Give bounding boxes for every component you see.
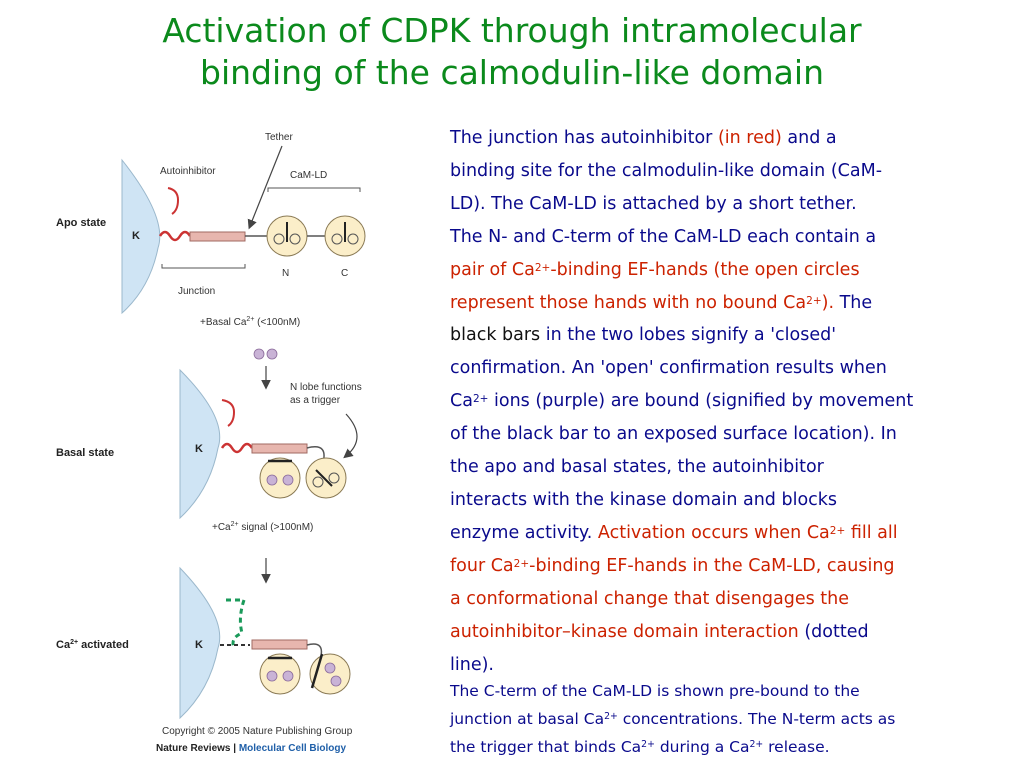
n-term-label: N bbox=[282, 268, 289, 279]
figure-svg: K Apo state Autoinhibitor Junction Tethe… bbox=[56, 132, 366, 754]
calcium-ion bbox=[266, 348, 278, 360]
activated-dotted-autoinhibitor bbox=[226, 598, 247, 649]
activated-n-bound-ca-1 bbox=[324, 662, 336, 674]
apo-autoinhibitor-curl bbox=[167, 187, 180, 215]
basal-c-bound-ca-2 bbox=[282, 474, 294, 486]
text-line: of the black bar to an exposed surface l… bbox=[450, 424, 897, 445]
note-line: the trigger that binds Ca2+ during a Ca2… bbox=[450, 738, 830, 756]
junction-label: Junction bbox=[178, 286, 215, 297]
basal-junction-bar bbox=[251, 443, 308, 454]
autoinhibitor-label: Autoinhibitor bbox=[160, 166, 216, 177]
n-lobe-curved-arrow bbox=[343, 413, 358, 459]
text-line: Ca2+ ions (purple) are bound (signified … bbox=[450, 391, 914, 412]
apo-kinase-domain bbox=[121, 158, 161, 315]
basal-ca-label: +Basal Ca2+ (<100nM) bbox=[200, 316, 300, 328]
n-lobe-text-1: N lobe functions bbox=[290, 382, 362, 393]
basal-n-hand-1 bbox=[312, 476, 324, 488]
text-line: LD). The CaM-LD is attached by a short t… bbox=[450, 193, 857, 214]
text-line: pair of Ca2+-binding EF-hands (the open … bbox=[450, 259, 860, 280]
figure-journal-credit: Nature Reviews | Molecular Cell Biology bbox=[156, 743, 347, 754]
text-line: the apo and basal states, the autoinhibi… bbox=[450, 457, 824, 478]
basal-kinase-domain bbox=[179, 368, 221, 520]
text-line: a conformational change that disengages … bbox=[450, 588, 850, 609]
activated-n-bound-ca-2 bbox=[330, 675, 342, 687]
apo-autoinhibitor-wave bbox=[158, 230, 192, 242]
apo-n-hand-2 bbox=[289, 233, 301, 245]
activated-c-bound-ca-2 bbox=[282, 670, 294, 682]
junction-bracket bbox=[161, 264, 246, 269]
basal-c-bound-ca-1 bbox=[266, 474, 278, 486]
text-line: represent those hands with no bound Ca2+… bbox=[450, 292, 873, 313]
activated-kinase-domain bbox=[179, 566, 221, 720]
activated-c-lobe bbox=[259, 653, 301, 695]
text-line: line). bbox=[450, 654, 494, 675]
apo-c-hand-2 bbox=[347, 233, 359, 245]
text-line: The junction has autoinhibitor (in red) … bbox=[450, 128, 837, 148]
basal-autoinhibitor-wave bbox=[220, 442, 254, 454]
explanation-text: The junction has autoinhibitor (in red) … bbox=[450, 122, 1010, 681]
slide-title: Activation of CDPK through intramolecula… bbox=[0, 10, 1024, 94]
apo-n-hand-1 bbox=[273, 233, 285, 245]
text-line: interacts with the kinase domain and blo… bbox=[450, 489, 838, 510]
cdpk-activation-figure: K Apo state Autoinhibitor Junction Tethe… bbox=[50, 118, 440, 763]
activated-n-bar bbox=[310, 653, 324, 689]
camld-bracket bbox=[267, 187, 361, 192]
text-line: binding site for the calmodulin-like dom… bbox=[450, 160, 883, 181]
text-line: The N- and C-term of the CaM-LD each con… bbox=[450, 226, 877, 247]
title-line-2: binding of the calmodulin-like domain bbox=[200, 53, 824, 92]
text-line: four Ca2+-binding EF-hands in the CaM-LD… bbox=[450, 555, 895, 576]
basal-state-label: Basal state bbox=[56, 447, 114, 459]
title-line-1: Activation of CDPK through intramolecula… bbox=[162, 11, 862, 50]
camld-label: CaM-LD bbox=[290, 170, 327, 181]
figure-copyright: Copyright © 2005 Nature Publishing Group bbox=[162, 726, 353, 737]
note-line: The C-term of the CaM-LD is shown pre-bo… bbox=[450, 682, 860, 700]
c-term-label: C bbox=[341, 268, 348, 279]
basal-kinase-label: K bbox=[195, 443, 203, 455]
activated-state-label: Ca2+ activated bbox=[56, 639, 129, 651]
basal-c-lobe bbox=[259, 457, 301, 499]
text-line: autoinhibitor–kinase domain interaction … bbox=[450, 621, 869, 642]
tether-label: Tether bbox=[265, 132, 293, 143]
tether-arrow bbox=[247, 145, 283, 230]
text-line: confirmation. An 'open' confirmation res… bbox=[450, 358, 887, 379]
note-text: The C-term of the CaM-LD is shown pre-bo… bbox=[450, 677, 1010, 761]
basal-n-bar bbox=[315, 469, 333, 487]
ca-signal-label: +Ca2+ signal (>100nM) bbox=[212, 521, 313, 533]
text-line: black bars in the two lobes signify a 'c… bbox=[450, 325, 837, 346]
calcium-ion bbox=[253, 348, 265, 360]
activated-c-bound-ca-1 bbox=[266, 670, 278, 682]
apo-junction-bar bbox=[189, 231, 246, 242]
activated-junction-bar bbox=[251, 639, 308, 650]
basal-autoinhibitor-curl bbox=[221, 399, 236, 427]
note-line: junction at basal Ca2+ concentrations. T… bbox=[450, 710, 896, 728]
apo-kinase-label: K bbox=[132, 230, 140, 242]
text-line: enzyme activity. Activation occurs when … bbox=[450, 522, 898, 543]
activated-kinase-label: K bbox=[195, 639, 203, 651]
apo-c-hand-1 bbox=[331, 233, 343, 245]
basal-n-hand-2 bbox=[328, 472, 340, 484]
apo-state-label: Apo state bbox=[56, 217, 106, 229]
basal-n-lobe bbox=[305, 457, 347, 499]
n-lobe-text-2: as a trigger bbox=[290, 395, 341, 406]
